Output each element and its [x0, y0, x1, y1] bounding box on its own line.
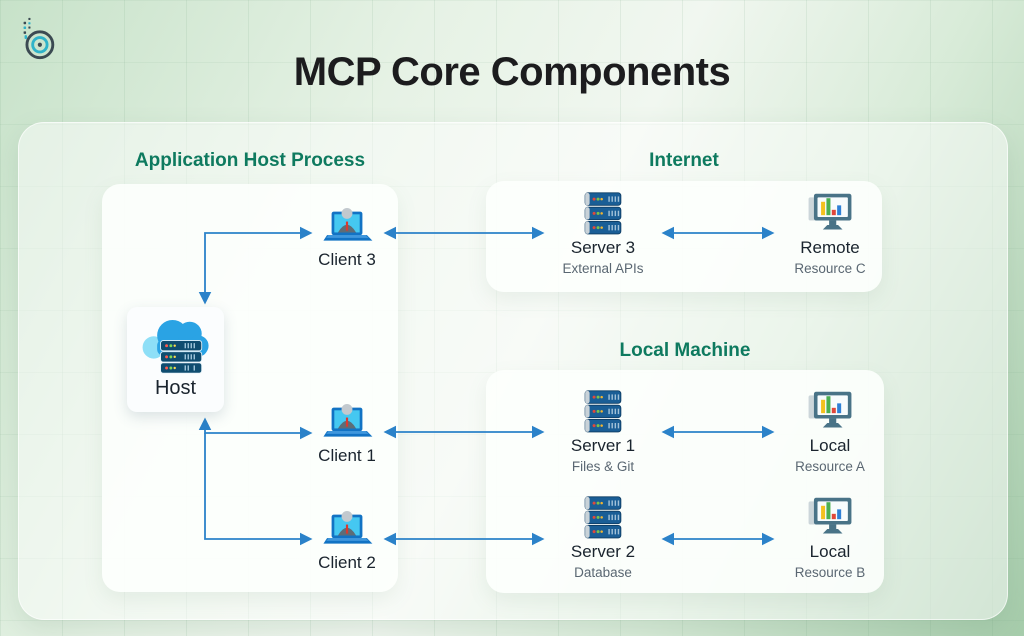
cloud-server-icon [140, 313, 212, 375]
monitor-chart-icon [805, 494, 855, 539]
node-sublabel: Files & Git [571, 459, 635, 475]
node-label: Server 3 [570, 238, 636, 257]
server-1-node: Server 1 Files & Git [541, 388, 665, 475]
local-resource-b-node: Local Resource B [768, 494, 892, 581]
server-stack-icon [578, 190, 628, 235]
server-stack-icon [578, 388, 628, 433]
node-label: Remote [800, 238, 860, 257]
remote-resource-node: Remote Resource C [768, 190, 892, 277]
node-sublabel: Database [574, 565, 632, 581]
node-sublabel: Resource A [795, 459, 865, 475]
client-2-node: Client 2 [285, 510, 409, 573]
node-sublabel: Resource B [794, 565, 866, 581]
laptop-user-icon [318, 403, 376, 443]
node-sublabel: Resource C [794, 261, 866, 277]
node-sublabel: External APIs [562, 261, 644, 277]
diagram-title: MCP Core Components [293, 50, 731, 94]
laptop-user-icon [318, 510, 376, 550]
node-label: Local [809, 542, 851, 561]
server-3-node: Server 3 External APIs [541, 190, 665, 277]
server-stack-icon [578, 494, 628, 539]
laptop-user-icon [318, 207, 376, 247]
host-label: Host [154, 377, 197, 399]
monitor-chart-icon [805, 388, 855, 433]
node-label: Client 2 [318, 553, 376, 572]
client-1-node: Client 1 [285, 403, 409, 466]
section-heading-application-host-process: Application Host Process [134, 150, 366, 171]
host-node: Host [127, 307, 224, 412]
section-heading-internet: Internet [649, 150, 719, 171]
server-2-node: Server 2 Database [541, 494, 665, 581]
node-label: Local [809, 436, 851, 455]
monitor-chart-icon [805, 190, 855, 235]
section-heading-local-machine: Local Machine [619, 340, 751, 361]
node-label: Server 2 [570, 542, 636, 561]
local-resource-a-node: Local Resource A [768, 388, 892, 475]
node-label: Client 1 [318, 446, 376, 465]
node-label: Server 1 [570, 436, 636, 455]
node-label: Client 3 [318, 250, 376, 269]
client-3-node: Client 3 [285, 207, 409, 270]
